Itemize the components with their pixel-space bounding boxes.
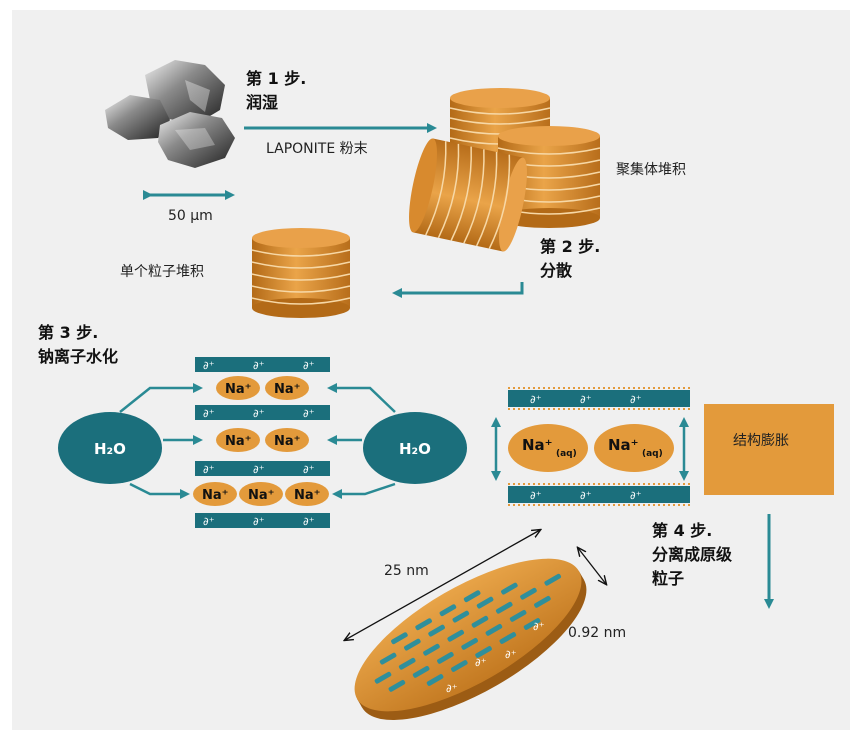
step4-action-line2: 粒子: [652, 569, 684, 588]
svg-text:∂⁺: ∂⁺: [475, 656, 487, 669]
svg-text:Na⁺: Na⁺: [274, 382, 301, 397]
step4-title: 第 4 步.: [652, 521, 712, 540]
svg-text:∂⁺: ∂⁺: [203, 407, 215, 420]
water-label-right: H₂O: [399, 440, 431, 458]
swollen-layers: ∂⁺ ∂⁺ ∂⁺ ∂⁺ ∂⁺ ∂⁺: [508, 387, 690, 506]
thickness-arrow: [578, 548, 606, 584]
svg-text:∂⁺: ∂⁺: [253, 407, 265, 420]
svg-text:∂⁺: ∂⁺: [630, 489, 642, 502]
svg-text:Na⁺: Na⁺: [225, 434, 252, 449]
diameter-arrow: [345, 530, 540, 640]
svg-text:Na⁺: Na⁺: [274, 434, 301, 449]
swelling-arrows: [491, 417, 689, 481]
step1-title: 第 1 步.: [246, 69, 306, 88]
svg-text:∂⁺: ∂⁺: [530, 489, 542, 502]
svg-text:∂⁺: ∂⁺: [203, 463, 215, 476]
svg-text:(aq): (aq): [642, 449, 663, 459]
svg-text:Na⁺: Na⁺: [522, 436, 553, 454]
step4-action-line1: 分离成原级: [652, 545, 733, 564]
clay-disc-icon: ∂⁺ ∂⁺ ∂⁺ ∂⁺: [354, 558, 587, 720]
svg-text:Na⁺: Na⁺: [225, 382, 252, 397]
water-molecule-left: [58, 412, 162, 484]
clay-layers: [195, 357, 330, 528]
step1-action: 润湿: [246, 93, 278, 112]
coin-stack-icon: [409, 88, 601, 252]
svg-text:∂⁺: ∂⁺: [303, 463, 315, 476]
svg-text:∂⁺: ∂⁺: [253, 515, 265, 528]
svg-text:∂⁺: ∂⁺: [303, 515, 315, 528]
svg-text:(aq): (aq): [556, 449, 577, 459]
svg-text:∂⁺: ∂⁺: [203, 515, 215, 528]
svg-text:∂⁺: ∂⁺: [533, 620, 545, 633]
single-stack-icon: [251, 228, 351, 318]
step2-arrow-icon: [392, 282, 524, 298]
svg-text:∂⁺: ∂⁺: [203, 359, 215, 372]
svg-text:Na⁺: Na⁺: [608, 436, 639, 454]
scale-label: 50 μm: [168, 208, 213, 224]
svg-text:Na⁺: Na⁺: [248, 488, 275, 503]
powder-label: LAPONITE 粉末: [266, 141, 368, 157]
svg-text:Na⁺: Na⁺: [294, 488, 321, 503]
partial-charges-left: ∂⁺ ∂⁺ ∂⁺ ∂⁺ ∂⁺ ∂⁺ ∂⁺ ∂⁺ ∂⁺ ∂⁺ ∂⁺ ∂⁺: [203, 359, 315, 528]
svg-text:∂⁺: ∂⁺: [253, 463, 265, 476]
aggregate-stack-label: 聚集体堆积: [616, 161, 686, 178]
water-molecule-right: [363, 412, 467, 484]
svg-text:∂⁺: ∂⁺: [530, 393, 542, 406]
sodium-ions-left: Na⁺ Na⁺ Na⁺ Na⁺ Na⁺ Na⁺ Na⁺: [193, 376, 329, 506]
step2-action: 分散: [540, 261, 573, 280]
hydration-arrows: [119, 383, 396, 499]
single-stack-label: 单个粒子堆积: [120, 264, 204, 280]
diameter-label: 25 nm: [384, 563, 429, 579]
svg-text:∂⁺: ∂⁺: [505, 648, 517, 661]
svg-text:Na⁺: Na⁺: [202, 488, 229, 503]
thickness-label: 0.92 nm: [568, 625, 626, 641]
step3-title: 第 3 步.: [38, 323, 98, 342]
svg-text:∂⁺: ∂⁺: [580, 393, 592, 406]
water-label-left: H₂O: [94, 440, 126, 458]
step3-action: 钠离子水化: [38, 347, 118, 366]
powder-granules-icon: [105, 60, 235, 168]
svg-text:∂⁺: ∂⁺: [630, 393, 642, 406]
hydrated-sodium-ions: Na⁺ (aq) Na⁺ (aq): [508, 424, 674, 472]
svg-text:∂⁺: ∂⁺: [446, 682, 458, 695]
svg-text:∂⁺: ∂⁺: [253, 359, 265, 372]
step2-title: 第 2 步.: [540, 237, 600, 256]
svg-text:∂⁺: ∂⁺: [303, 359, 315, 372]
structure-swelling-box: [704, 404, 834, 495]
structure-swelling-label: 结构膨胀: [733, 432, 789, 449]
svg-text:∂⁺: ∂⁺: [303, 407, 315, 420]
svg-text:∂⁺: ∂⁺: [580, 489, 592, 502]
